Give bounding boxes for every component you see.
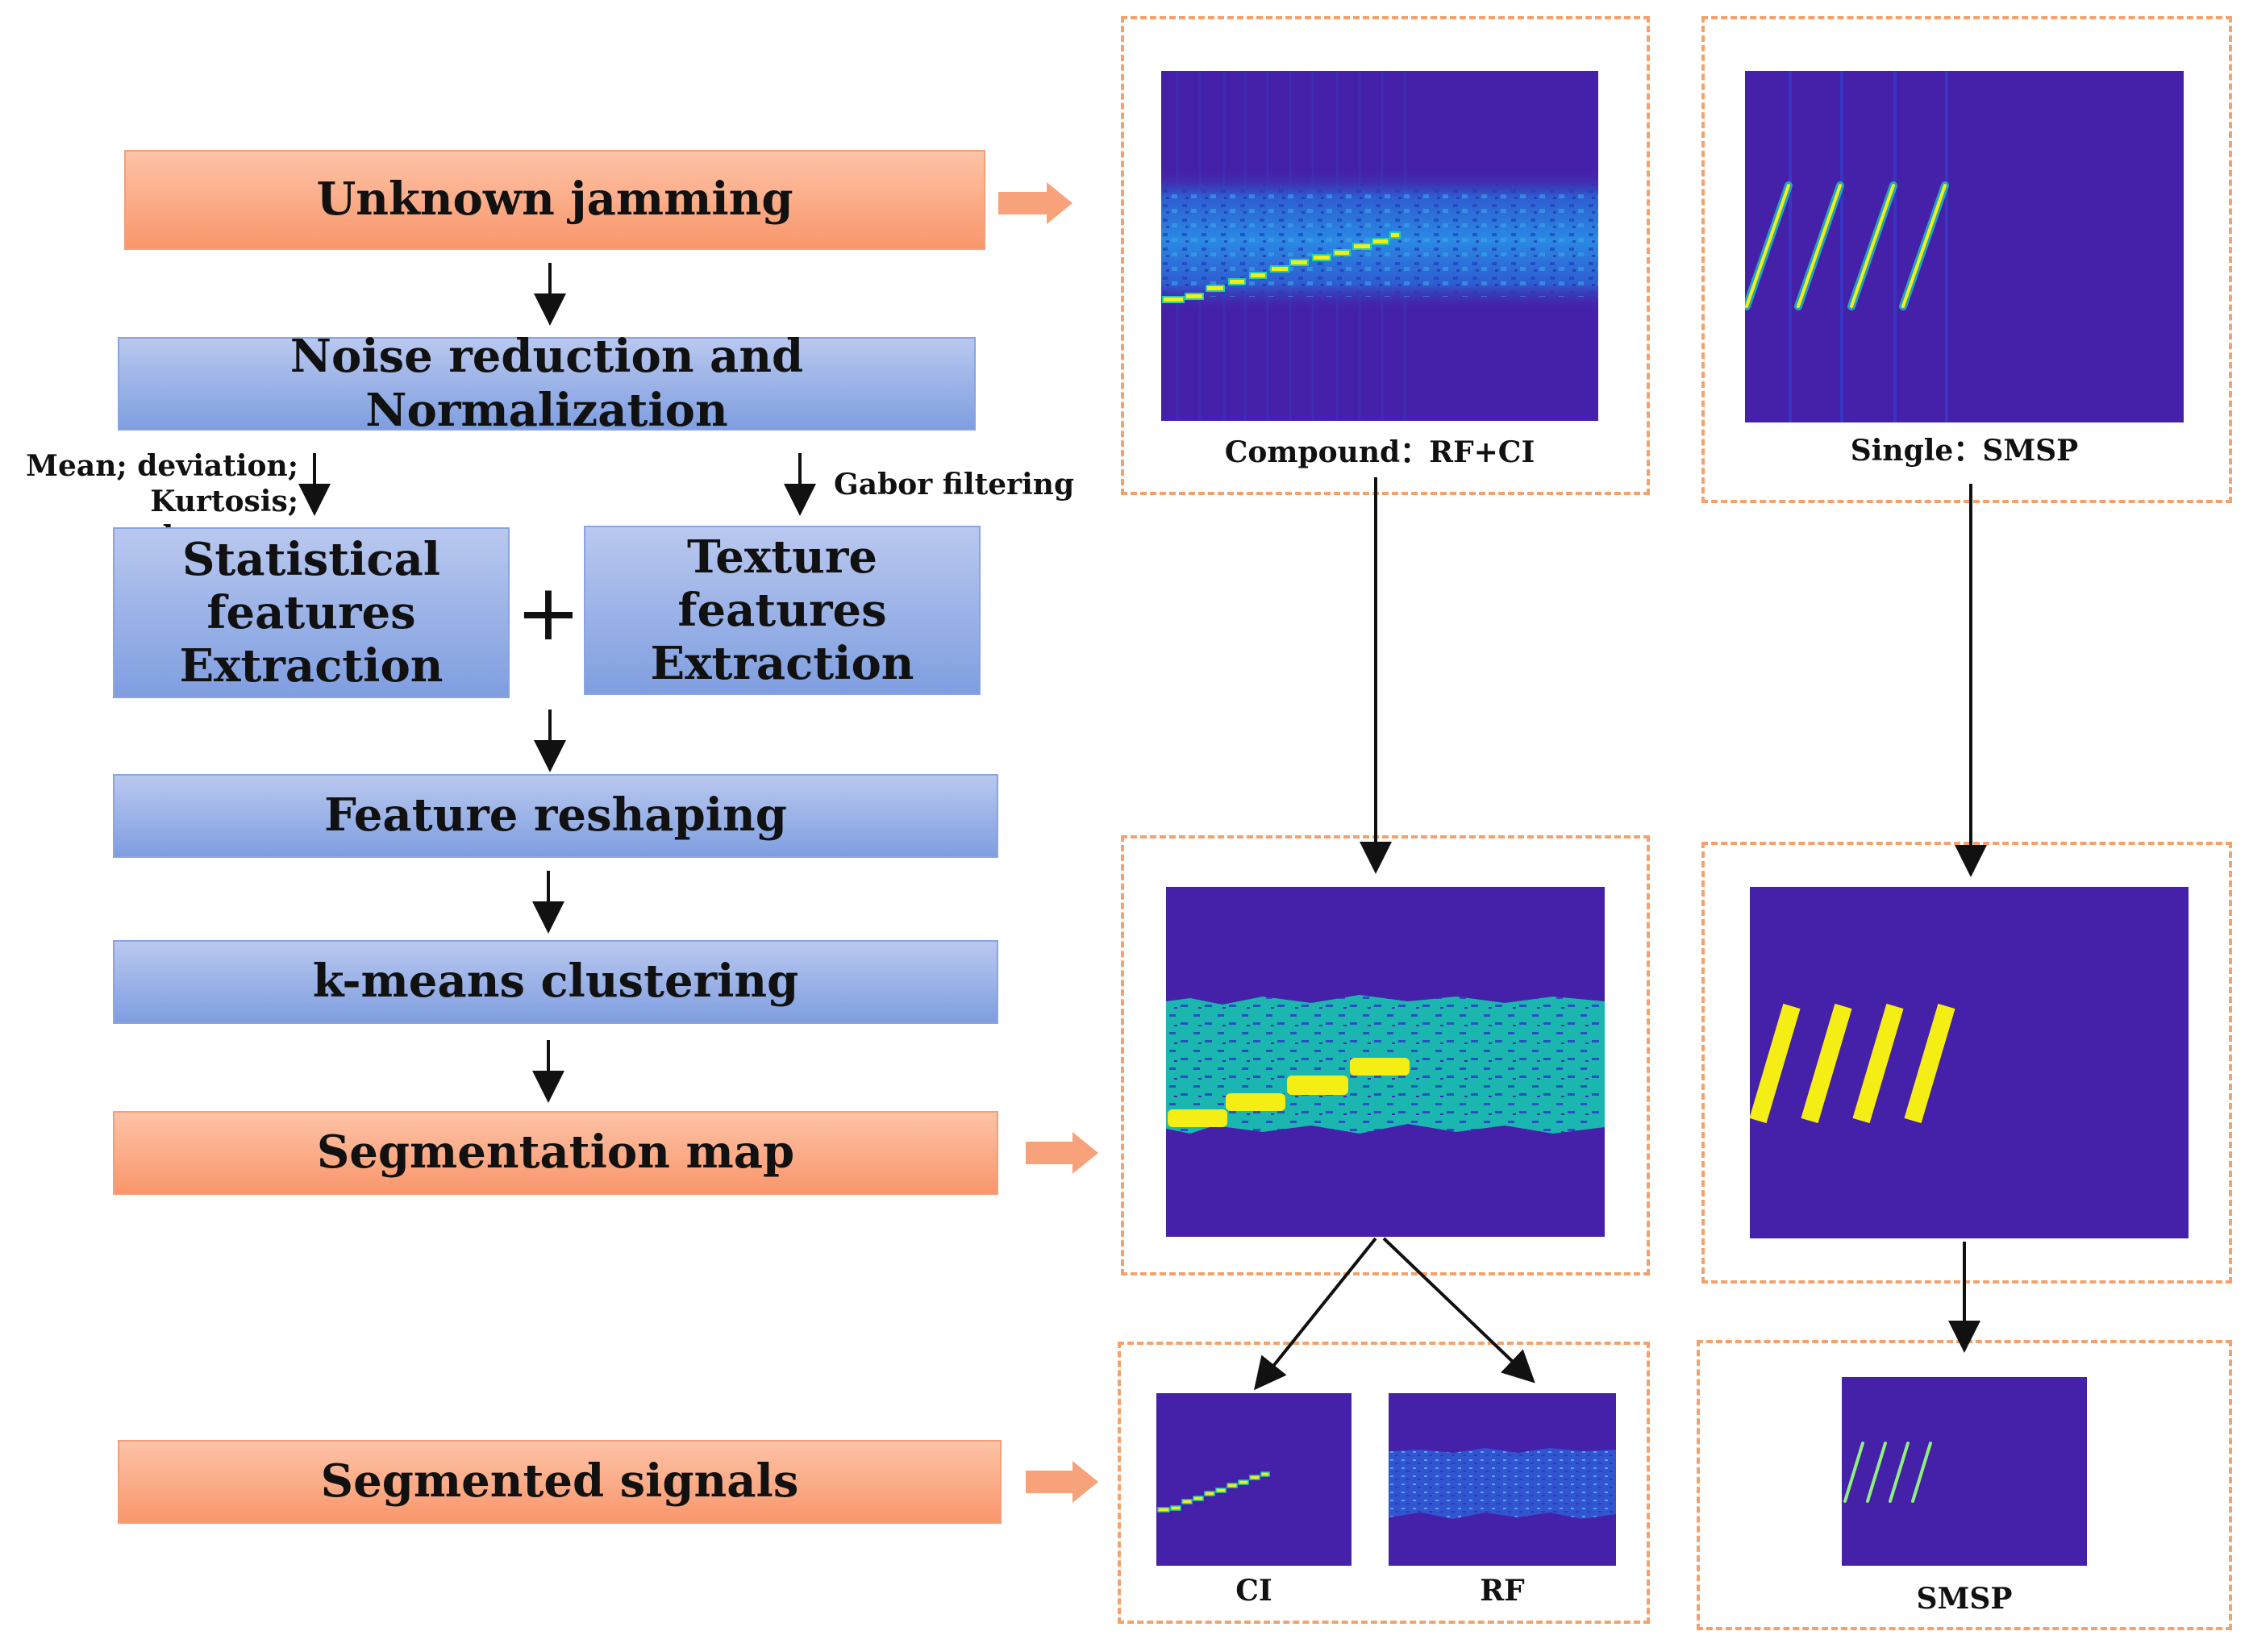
- compound-segmentation-map: [1166, 887, 1605, 1237]
- panel-segsig-compound: [1118, 1342, 1650, 1624]
- compound-segmentation-svg: [1166, 995, 1605, 1134]
- compound-spectrogram-svg: [1161, 71, 1598, 421]
- stat-note-line-1: Mean; deviation;: [26, 449, 298, 483]
- caption-compound: Compound：RF+CI: [1224, 435, 1535, 469]
- stat-line-3: Extraction: [179, 639, 444, 693]
- kmeans-box: k-means clustering: [113, 940, 998, 1024]
- single-spectrogram: [1745, 71, 2184, 422]
- feature-reshaping-box: Feature reshaping: [113, 774, 998, 858]
- panel-single: [1701, 16, 2232, 503]
- kmeans-label: k-means clustering: [312, 955, 799, 1009]
- smsp-plot: [1842, 1377, 2087, 1566]
- single-spectrogram-svg: [1745, 71, 1949, 422]
- single-segmentation-map: [1750, 887, 2189, 1238]
- ci-svg: [1157, 1471, 1270, 1513]
- caption-single: Single：SMSP: [1850, 434, 2079, 468]
- feature-reshaping-label: Feature reshaping: [324, 789, 787, 843]
- statistical-features-box: Statistical features Extraction: [113, 527, 510, 698]
- noise-reduction-box: Noise reduction and Normalization: [118, 330, 976, 437]
- arrow-segmap-to-rf: [1382, 1237, 1535, 1384]
- caption-smsp: SMSP: [1916, 1582, 2013, 1616]
- texture-features-box: Texture features Extraction: [584, 526, 981, 695]
- texture-line-2: Extraction: [650, 637, 914, 690]
- panel-segmap-compound: [1121, 835, 1650, 1275]
- compound-spectrogram: [1161, 71, 1598, 421]
- segmentation-map-box: Segmentation map: [113, 1111, 998, 1195]
- caption-rf: RF: [1480, 1574, 1525, 1608]
- ci-plot: [1156, 1393, 1351, 1566]
- segmented-signals-label: Segmented signals: [320, 1454, 799, 1508]
- stat-line-2: features: [206, 586, 416, 639]
- panel-compound: [1121, 16, 1650, 495]
- unknown-jamming-box: Unknown jamming: [124, 150, 985, 250]
- rf-svg: [1389, 1448, 1616, 1519]
- plus-sign: +: [515, 568, 581, 658]
- orange-arrow-segmap: [1026, 1132, 1098, 1174]
- noise-reduction-label: Noise reduction and Normalization: [289, 329, 804, 437]
- segmented-signals-box: Segmented signals: [118, 1440, 1002, 1524]
- segmentation-map-label: Segmentation map: [316, 1126, 795, 1180]
- orange-arrow-segsig: [1026, 1461, 1098, 1503]
- single-segmentation-svg: [1750, 1003, 1955, 1124]
- texture-line-1: Texture features: [677, 531, 887, 637]
- orange-arrow-unknown: [998, 182, 1072, 224]
- panel-segmap-single: [1701, 842, 2232, 1284]
- smsp-svg: [1843, 1442, 1932, 1503]
- gabor-note: Gabor filtering: [834, 468, 1075, 501]
- arrow-segmap-to-ci: [1253, 1237, 1377, 1391]
- stat-line-1: Statistical: [181, 533, 441, 586]
- unknown-jamming-label: Unknown jamming: [316, 173, 793, 227]
- rf-plot: [1389, 1393, 1616, 1566]
- caption-ci: CI: [1235, 1574, 1272, 1608]
